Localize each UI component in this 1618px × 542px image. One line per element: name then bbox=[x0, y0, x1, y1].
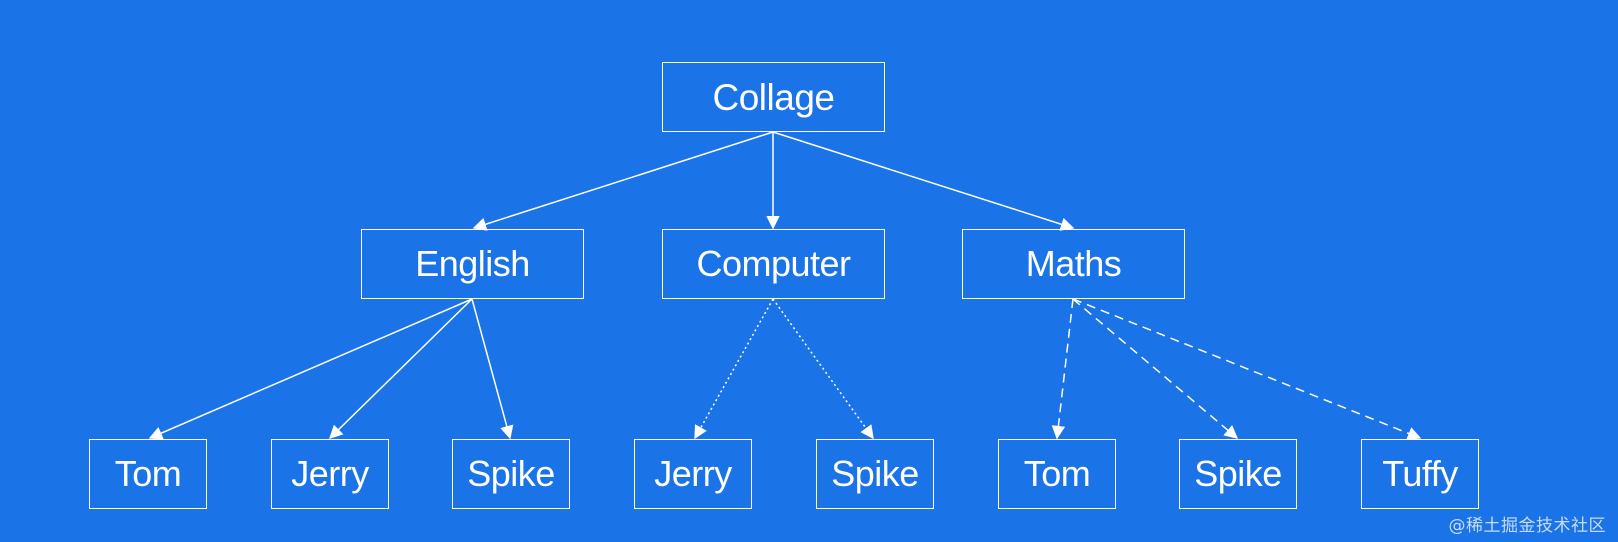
node-label: Spike bbox=[1194, 453, 1282, 494]
edge-maths-spike bbox=[1072, 298, 1239, 439]
node-collage: Collage bbox=[662, 62, 885, 132]
node-label: Computer bbox=[696, 243, 851, 284]
node-maths-spike: Spike bbox=[1179, 439, 1297, 509]
node-maths: Maths bbox=[962, 229, 1185, 299]
node-english-jerry: Jerry bbox=[271, 439, 389, 509]
node-computer-jerry: Jerry bbox=[634, 439, 752, 509]
edge-computer-spike bbox=[772, 298, 874, 440]
node-label: English bbox=[415, 243, 530, 284]
node-label: Spike bbox=[831, 453, 919, 494]
edge-english-jerry bbox=[329, 298, 473, 439]
edge-maths-tom bbox=[1051, 298, 1074, 440]
node-label: Tuffy bbox=[1382, 453, 1458, 494]
node-label: Jerry bbox=[654, 453, 732, 494]
node-maths-tuffy: Tuffy bbox=[1361, 439, 1479, 509]
watermark: @稀土掘金技术社区 bbox=[1448, 516, 1606, 536]
edge-collage-english bbox=[472, 131, 774, 231]
node-english: English bbox=[361, 229, 584, 299]
node-computer: Computer bbox=[662, 229, 885, 299]
node-label: Tom bbox=[114, 453, 182, 494]
node-english-spike: Spike bbox=[452, 439, 570, 509]
node-label: Spike bbox=[467, 453, 555, 494]
node-label: Jerry bbox=[291, 453, 369, 494]
node-english-tom: Tom bbox=[89, 439, 207, 509]
edge-computer-jerry bbox=[694, 298, 774, 440]
edge-collage-maths bbox=[772, 131, 1075, 231]
node-label: Maths bbox=[1025, 243, 1122, 284]
node-label: Tom bbox=[1023, 453, 1091, 494]
node-label: Collage bbox=[712, 76, 835, 118]
edge-english-spike bbox=[471, 298, 514, 440]
edge-english-tom bbox=[148, 298, 473, 440]
node-maths-tom: Tom bbox=[998, 439, 1116, 509]
node-computer-spike: Spike bbox=[816, 439, 934, 509]
edge-maths-tuffy bbox=[1072, 298, 1422, 440]
